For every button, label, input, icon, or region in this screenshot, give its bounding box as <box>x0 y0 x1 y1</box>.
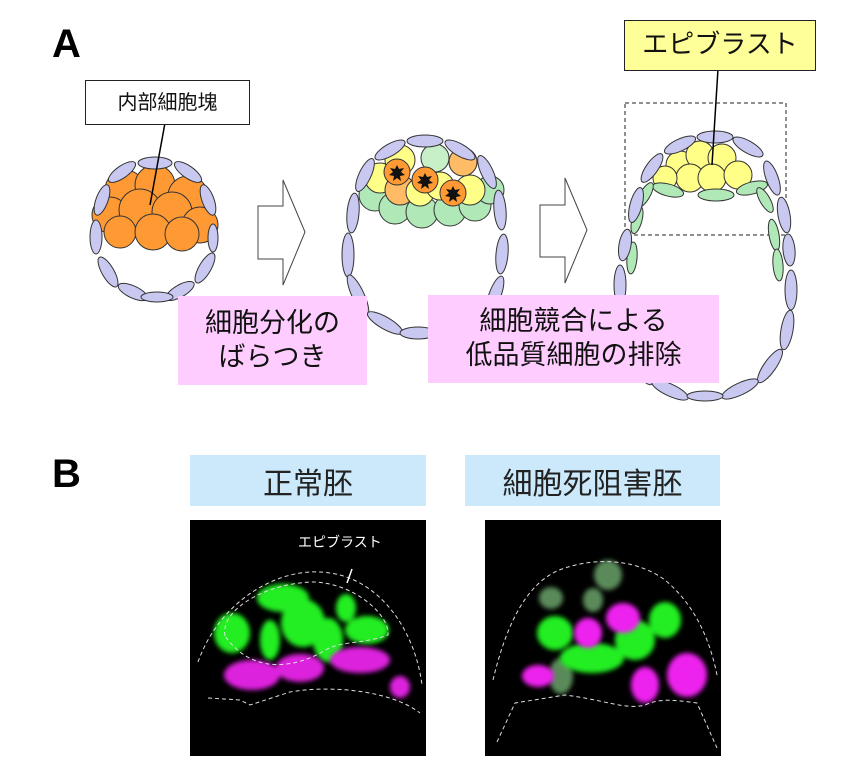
epiblast-cells <box>652 140 753 193</box>
magenta-nuclei <box>522 603 707 703</box>
panel-a-letter: A <box>52 22 81 66</box>
normal-embryo-title: 正常胚 <box>190 455 426 506</box>
inner-cell-mass-label: 内部細胞塊 <box>85 80 250 125</box>
late-blastocyst <box>613 68 798 402</box>
trophectoderm <box>341 134 509 340</box>
magenta-nuclei <box>224 647 410 698</box>
epiblast-overlay-label: エピブラスト <box>298 535 382 551</box>
panel-a-diagram <box>89 68 798 402</box>
annotation-line: ばらつき <box>218 341 327 373</box>
outline-traces <box>197 571 423 714</box>
outline-traces <box>492 561 718 749</box>
trophectoderm <box>613 130 798 402</box>
mid-blastocyst <box>341 134 509 340</box>
normal-embryo-micrograph: エピブラスト <box>190 520 426 756</box>
trophectoderm <box>89 156 219 303</box>
epiblast-label: エピブラスト <box>624 20 816 71</box>
panel-b-letter: B <box>52 452 81 496</box>
apoptosis-inhibited-embryo-title: 細胞死阻害胚 <box>465 455 720 506</box>
right-arrow-icon <box>257 179 306 286</box>
early-blastocyst <box>89 122 219 303</box>
right-arrow-icon <box>539 177 588 284</box>
annotation-line: 低品質細胞の排除 <box>465 340 682 371</box>
dying-cell-icons <box>389 165 461 202</box>
cell-competition-annotation: 細胞競合による 低品質細胞の排除 <box>428 295 719 383</box>
bright-green-nuclei <box>537 602 681 673</box>
green-nuclei <box>214 584 389 662</box>
annotation-line: 細胞分化の <box>205 307 340 339</box>
epiblast-pointer-line <box>346 568 353 584</box>
apoptosis-inhibited-embryo-micrograph <box>485 520 721 756</box>
zoom-region-box <box>624 102 787 236</box>
differentiation-variability-annotation: 細胞分化の ばらつき <box>178 296 367 385</box>
primitive-endoderm-cells <box>626 180 784 282</box>
epiblast-pointer-line <box>711 68 719 166</box>
icm-pointer-line <box>149 122 166 206</box>
annotation-line: 細胞競合による <box>479 306 668 338</box>
